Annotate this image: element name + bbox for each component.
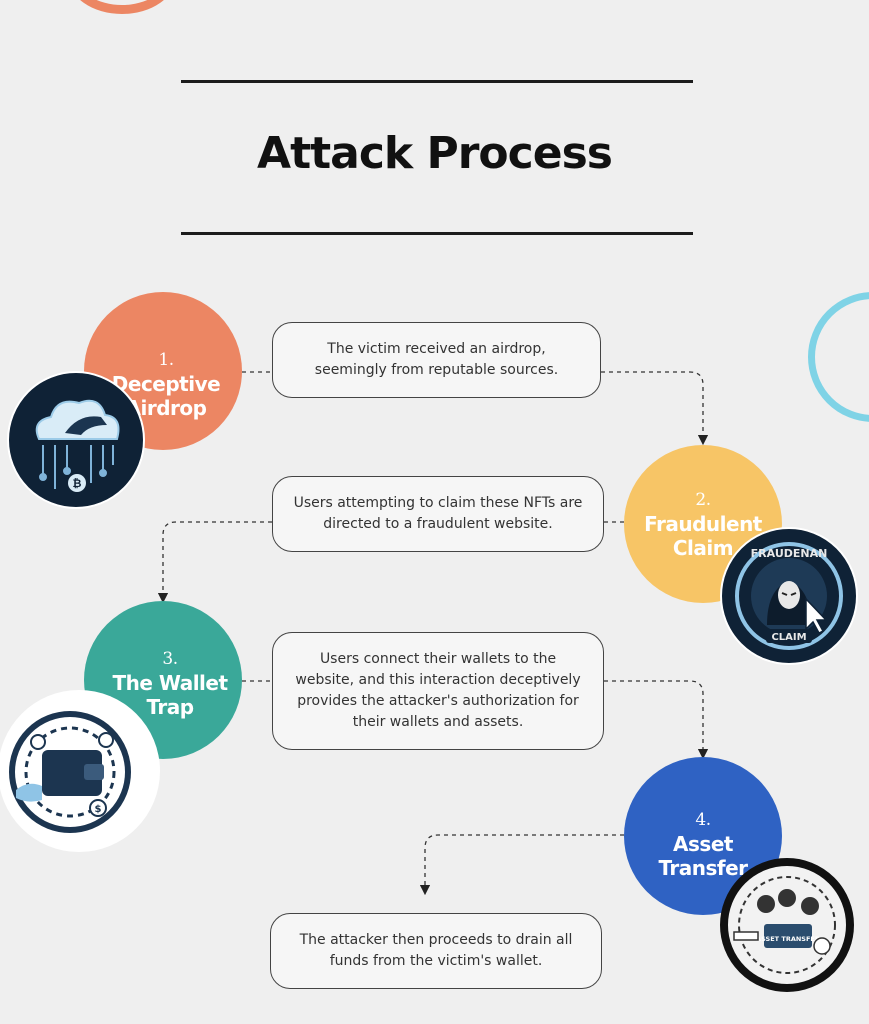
step-3-badge: $ — [0, 690, 160, 852]
step-3-label: 3. The Wallet Trap — [98, 621, 228, 719]
step-1-number: 1. — [158, 350, 174, 370]
step-3-circle: 3. The Wallet Trap — [84, 601, 242, 759]
svg-text:$: $ — [95, 804, 102, 815]
hacker-claim-icon: FRAUDENAN CLAIM — [735, 542, 843, 650]
step-2-badge-top-text: FRAUDENAN — [751, 547, 828, 560]
step-4-name: Asset Transfer — [658, 832, 748, 880]
svg-text:₿: ₿ — [73, 477, 82, 490]
step-1-description: The victim received an airdrop, seemingl… — [314, 341, 559, 378]
connector-step4-to-box4 — [419, 834, 624, 896]
step-4-description: The attacker then proceeds to drain all … — [299, 932, 573, 969]
connector-box3-to-step4 — [604, 680, 709, 760]
step-2-description: Users attempting to claim these NFTs are… — [293, 495, 583, 532]
step-2-number: 2. — [695, 490, 711, 510]
step-3-description: Users connect their wallets to the websi… — [295, 651, 581, 730]
step-1-description-box: The victim received an airdrop, seemingl… — [272, 322, 601, 398]
step-2-label: 2. Fraudulent Claim — [644, 462, 762, 560]
step-3-description-box: Users connect their wallets to the websi… — [272, 632, 604, 750]
title-rule-top — [181, 80, 693, 83]
page-title: Attack Process — [257, 128, 613, 179]
step-2-badge: FRAUDENAN CLAIM — [720, 527, 858, 665]
step-3-number: 3. — [162, 649, 178, 669]
step-4-badge-text: ASSET TRANSFER — [756, 935, 820, 943]
step-1-circle: 1. Deceptive Airdrop — [84, 292, 242, 450]
step-2-description-box: Users attempting to claim these NFTs are… — [272, 476, 604, 552]
asset-transfer-icon: ASSET TRANSFER — [733, 876, 836, 974]
step-4-number: 4. — [695, 810, 711, 830]
step-4-description-box: The attacker then proceeds to drain all … — [270, 913, 602, 989]
step-4-label: 4. Asset Transfer — [658, 782, 748, 880]
connector-box2-to-step3 — [157, 521, 272, 604]
step-2-badge-bottom-text: CLAIM — [771, 632, 806, 643]
wallet-trap-icon: $ — [9, 711, 131, 833]
connector-box1-to-step2 — [601, 371, 709, 446]
step-2-name: Fraudulent Claim — [644, 512, 762, 560]
step-4-badge: ASSET TRANSFER — [720, 858, 854, 992]
cloud-airdrop-icon: ₿ — [35, 399, 120, 492]
step-3-name: The Wallet Trap — [112, 671, 228, 719]
step-1-badge: ₿ — [7, 371, 145, 509]
title-rule-bottom — [181, 232, 693, 235]
